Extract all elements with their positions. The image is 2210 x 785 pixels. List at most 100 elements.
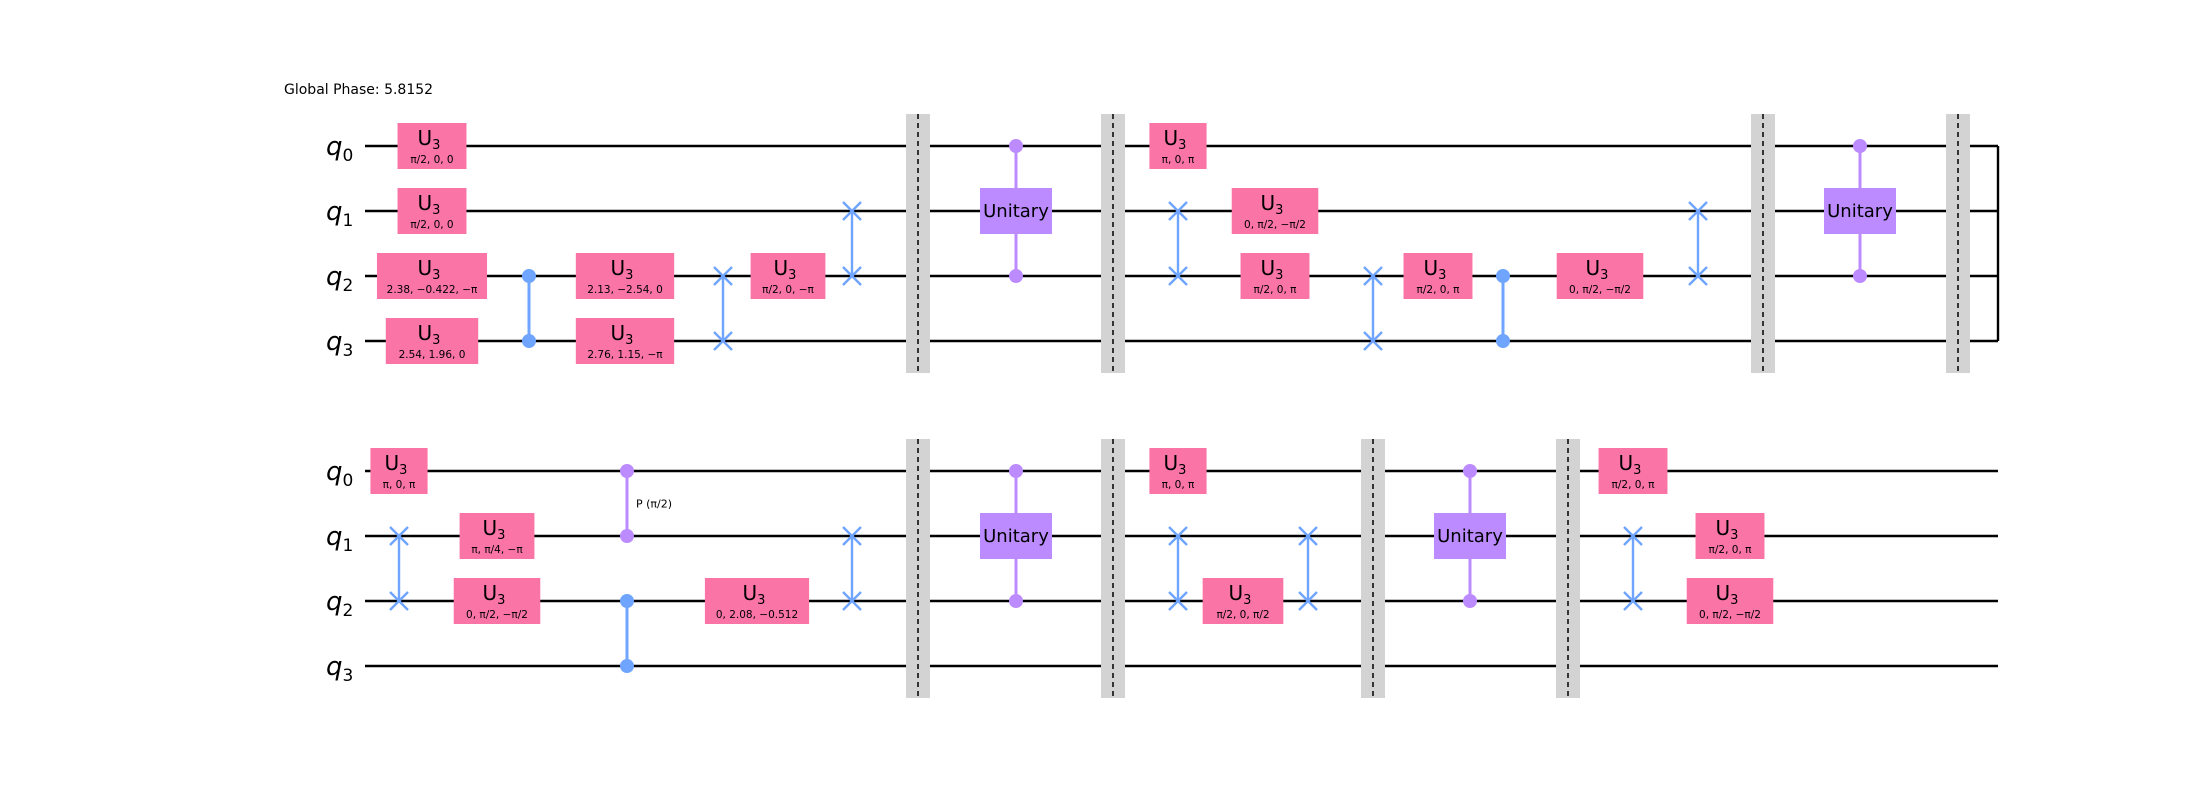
swap-cross	[1298, 591, 1318, 611]
swap-cross	[713, 266, 733, 286]
unitary-box	[1824, 188, 1896, 234]
qubit-label-q3: q3	[326, 652, 353, 686]
u3-gate-params: π/2, 0, π	[1417, 284, 1461, 296]
u3-gate-params: π, π/4, −π	[471, 544, 523, 556]
u3-gate: U3π, 0, π	[1149, 123, 1207, 169]
global-phase-label: Global Phase: 5.8152	[284, 82, 433, 98]
u3-gate: U32.38, −0.422, −π	[376, 253, 488, 299]
u3-gate: U3π/2, 0, π	[1403, 253, 1473, 299]
unitary-gate: Unitary	[980, 464, 1052, 608]
swap-cross	[842, 591, 862, 611]
qubit-label-q0: q0	[326, 457, 353, 491]
u3-gate-params: π/2, 0, 0	[410, 154, 453, 166]
u3-gate-box	[453, 578, 541, 624]
unitary-control-dot	[1853, 269, 1867, 283]
swap-gate	[842, 526, 862, 611]
unitary-box	[1434, 513, 1506, 559]
unitary-control-dot	[1009, 594, 1023, 608]
unitary-box	[980, 513, 1052, 559]
u3-gate: U3π/2, 0, π	[1240, 253, 1310, 299]
swap-cross	[1363, 331, 1383, 351]
cz-control-dot	[522, 334, 536, 348]
cz-gate	[1496, 269, 1510, 348]
u3-gate-box	[575, 318, 675, 364]
unitary-control-dot	[1009, 464, 1023, 478]
u3-gate-box	[1231, 188, 1319, 234]
unitary-label: Unitary	[983, 201, 1049, 222]
unitary-control-dot	[1009, 139, 1023, 153]
u3-gate-box	[1149, 448, 1207, 494]
u3-gate-params: 2.13, −2.54, 0	[587, 284, 663, 296]
u3-gate: U3π/2, 0, 0	[397, 123, 467, 169]
u3-gate: U3π/2, 0, π/2	[1202, 578, 1284, 624]
swap-gate	[1168, 201, 1188, 286]
swap-cross	[1168, 266, 1188, 286]
swap-cross	[1363, 266, 1383, 286]
unitary-gate: Unitary	[1824, 139, 1896, 283]
u3-gate-box	[385, 318, 479, 364]
qubit-label-q1: q1	[326, 197, 353, 231]
u3-gate-box	[459, 513, 535, 559]
swap-gate	[842, 201, 862, 286]
swap-gate	[1168, 526, 1188, 611]
swap-cross	[713, 331, 733, 351]
swap-gate	[713, 266, 733, 351]
u3-gate-params: 2.54, 1.96, 0	[399, 349, 466, 361]
u3-gate-params: π/2, 0, π	[1612, 479, 1656, 491]
u3-gate: U3π, 0, π	[370, 448, 428, 494]
u3-gate-box	[1598, 448, 1668, 494]
u3-gate: U3π, 0, π	[1149, 448, 1207, 494]
u3-gate-params: 0, 2.08, −0.512	[716, 609, 798, 621]
cp-phase-label: P (π/2)	[636, 498, 672, 511]
swap-gate	[1623, 526, 1643, 611]
u3-gate-box	[1556, 253, 1644, 299]
swap-cross	[1623, 526, 1643, 546]
unitary-control-dot	[1009, 269, 1023, 283]
unitary-gate: Unitary	[980, 139, 1052, 283]
u3-gate: U3π/2, 0, π	[1695, 513, 1765, 559]
u3-gate-params: π, 0, π	[383, 479, 416, 491]
cp-control-dot	[620, 529, 634, 543]
cz-control-dot	[1496, 334, 1510, 348]
u3-gate-params: π/2, 0, π	[1709, 544, 1753, 556]
unitary-label: Unitary	[983, 526, 1049, 547]
cz-control-dot	[620, 659, 634, 673]
swap-cross	[1688, 201, 1708, 221]
u3-gate: U30, π/2, −π/2	[1556, 253, 1644, 299]
u3-gate-params: 2.38, −0.422, −π	[387, 284, 478, 296]
u3-gate-params: 0, π/2, −π/2	[1244, 219, 1306, 231]
unitary-control-dot	[1853, 139, 1867, 153]
swap-gate	[1688, 201, 1708, 286]
unitary-label: Unitary	[1827, 201, 1893, 222]
unitary-control-dot	[1463, 464, 1477, 478]
cz-control-dot	[1496, 269, 1510, 283]
u3-gate-box	[1403, 253, 1473, 299]
cz-control-dot	[522, 269, 536, 283]
u3-gate-params: π/2, 0, π	[1254, 284, 1298, 296]
u3-gate-params: 0, π/2, −π/2	[466, 609, 528, 621]
u3-gate: U30, π/2, −π/2	[1231, 188, 1319, 234]
cz-gate	[522, 269, 536, 348]
u3-gate-box	[750, 253, 826, 299]
u3-gate-params: 0, π/2, −π/2	[1569, 284, 1631, 296]
u3-gate: U32.54, 1.96, 0	[385, 318, 479, 364]
qubit-label-q2: q2	[326, 262, 353, 296]
u3-gate: U30, π/2, −π/2	[453, 578, 541, 624]
qubit-label-q2: q2	[326, 587, 353, 621]
unitary-box	[980, 188, 1052, 234]
swap-cross	[842, 266, 862, 286]
swap-gate	[1363, 266, 1383, 351]
swap-cross	[1168, 201, 1188, 221]
u3-gate-params: π, 0, π	[1162, 479, 1195, 491]
swap-gate	[1298, 526, 1318, 611]
u3-gate-box	[1686, 578, 1774, 624]
cp-gate: P (π/2)	[620, 464, 672, 543]
cz-gate	[620, 594, 634, 673]
swap-cross	[842, 201, 862, 221]
u3-gate-box	[397, 123, 467, 169]
u3-gate-params: π/2, 0, π/2	[1216, 609, 1269, 621]
u3-gate: U3π/2, 0, 0	[397, 188, 467, 234]
